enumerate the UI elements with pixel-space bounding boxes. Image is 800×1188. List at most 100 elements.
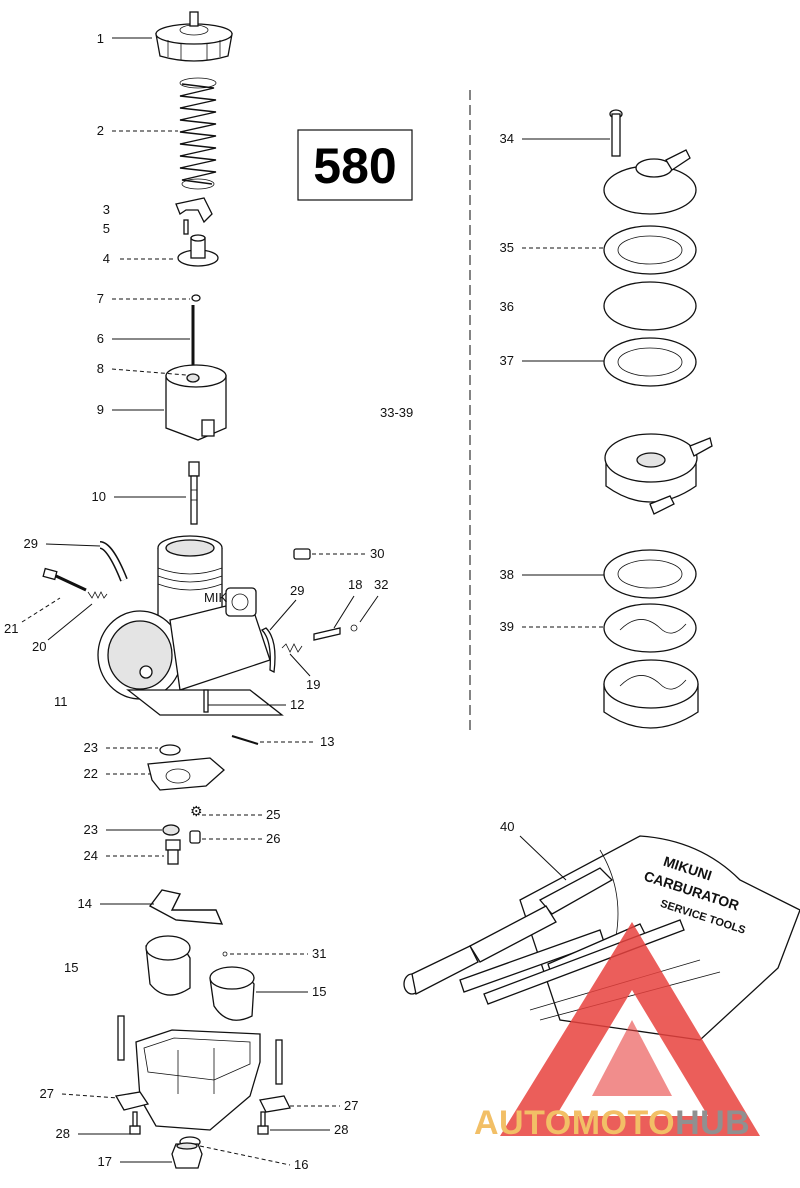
- pump-diaphragm-part: [603, 281, 697, 331]
- callout-label-38: 38: [500, 567, 514, 582]
- washer-part: [159, 744, 181, 756]
- e-ring-part: [183, 219, 189, 235]
- callout-label-9: 9: [97, 402, 104, 417]
- callout-label-7: 7: [97, 291, 104, 306]
- watermark-text-tail: HUB: [675, 1104, 750, 1142]
- bowl-screw-part-2: [257, 1111, 269, 1135]
- air-screw-part: [42, 567, 108, 599]
- group-label: 33-39: [380, 405, 413, 420]
- callout-label-20: 20: [32, 639, 46, 654]
- bowl-screw-part: [129, 1111, 141, 1135]
- callout-label-26: 26: [266, 831, 280, 846]
- callout-leader-29a: [45, 543, 101, 547]
- callout-label-1: 1: [97, 31, 104, 46]
- svg-text:MIK: MIK: [204, 590, 227, 605]
- callout-label-34: 34: [500, 131, 514, 146]
- watermark-triangle: [500, 922, 760, 1136]
- pump-body-part: [604, 433, 713, 515]
- callout-label-29a: 29: [24, 536, 38, 551]
- bowl-clip-part: [114, 1091, 150, 1111]
- callout-label-6: 6: [97, 331, 104, 346]
- float-valve-part: [222, 951, 228, 957]
- pump-gasket-part-3: [603, 549, 697, 599]
- callout-label-3: 3: [103, 202, 110, 217]
- o-ring-part: [350, 624, 358, 632]
- float-pin-part: [203, 689, 209, 713]
- pump-gasket-part: [603, 225, 697, 275]
- callout-label-24: 24: [84, 848, 98, 863]
- callout-label-2: 2: [97, 123, 104, 138]
- float-part: [145, 935, 191, 996]
- drain-plug-part: [171, 1142, 203, 1169]
- callout-leader-19: [289, 653, 311, 677]
- pump-base-part: [603, 659, 699, 729]
- callout-label-35: 35: [500, 240, 514, 255]
- callout-label-15b: 15: [312, 984, 326, 999]
- callout-label-28b: 28: [334, 1122, 348, 1137]
- baffle-plate-part: [147, 757, 225, 791]
- callout-leader-27a: [61, 1093, 119, 1099]
- pump-gasket-part-2: [603, 337, 697, 387]
- watermark-logo: AUTOMOTOHUB: [474, 922, 760, 1142]
- callout-label-23b: 23: [84, 822, 98, 837]
- callout-label-10: 10: [92, 489, 106, 504]
- callout-label-27b: 27: [344, 1098, 358, 1113]
- pump-cover-part: [603, 149, 697, 215]
- float-part-2: [209, 966, 255, 1021]
- jet-holder-part: [189, 830, 201, 844]
- callout-label-18: 18: [348, 577, 362, 592]
- idle-screw-part: [260, 627, 276, 673]
- float-bowl-part: [117, 1015, 283, 1131]
- pump-screw-part: [609, 109, 623, 157]
- callout-leader-32: [359, 595, 379, 623]
- gasket-part: ⚙: [190, 803, 203, 819]
- callout-label-29b: 29: [290, 583, 304, 598]
- callout-leader-21: [21, 597, 61, 623]
- washer-part-2: [162, 824, 180, 836]
- idle-spring-part: [281, 643, 303, 653]
- callout-leader-8: [111, 368, 187, 376]
- callout-label-23a: 23: [84, 740, 98, 755]
- needle-clip-part: [175, 197, 213, 224]
- callout-label-22: 22: [84, 766, 98, 781]
- callout-label-5: 5: [103, 221, 110, 236]
- cap-part: [155, 11, 233, 62]
- callout-label-28a: 28: [56, 1126, 70, 1141]
- callout-label-36: 36: [500, 299, 514, 314]
- callout-label-40: 40: [500, 819, 514, 834]
- callout-label-13: 13: [320, 734, 334, 749]
- watermark-text-main: AUTOMOTO: [474, 1104, 675, 1142]
- callout-label-17: 17: [98, 1154, 112, 1169]
- model-number-box: 580: [297, 129, 413, 201]
- callout-label-21: 21: [4, 621, 18, 636]
- callout-label-32: 32: [374, 577, 388, 592]
- pump-plate-part: [603, 603, 697, 653]
- callout-label-11: 11: [54, 694, 68, 709]
- callout-leader-40: [519, 835, 567, 881]
- callout-label-14: 14: [78, 896, 92, 911]
- carburetor-body-part: MIK: [97, 535, 284, 716]
- needle-holder-part: [177, 234, 219, 267]
- spring-part: [179, 77, 217, 190]
- callout-leader-20: [47, 603, 93, 641]
- clip-part: [191, 294, 201, 302]
- callout-label-4: 4: [103, 251, 110, 266]
- callout-label-31: 31: [312, 946, 326, 961]
- throttle-slide-part: [165, 364, 227, 441]
- callout-label-8: 8: [97, 361, 104, 376]
- model-number: 580: [313, 138, 396, 194]
- callout-label-27a: 27: [40, 1086, 54, 1101]
- callout-label-30: 30: [370, 546, 384, 561]
- callout-label-15a: 15: [64, 960, 78, 975]
- pilot-pin-part: [313, 627, 341, 641]
- bowl-clip-part-2: [259, 1095, 291, 1113]
- callout-label-37: 37: [500, 353, 514, 368]
- plug-screw-part: [293, 548, 311, 560]
- needle-jet-part: [188, 461, 200, 525]
- callout-label-25: 25: [266, 807, 280, 822]
- watermark-text: AUTOMOTOHUB: [474, 1104, 750, 1142]
- callout-label-16: 16: [294, 1157, 308, 1172]
- main-jet-part: [165, 839, 181, 865]
